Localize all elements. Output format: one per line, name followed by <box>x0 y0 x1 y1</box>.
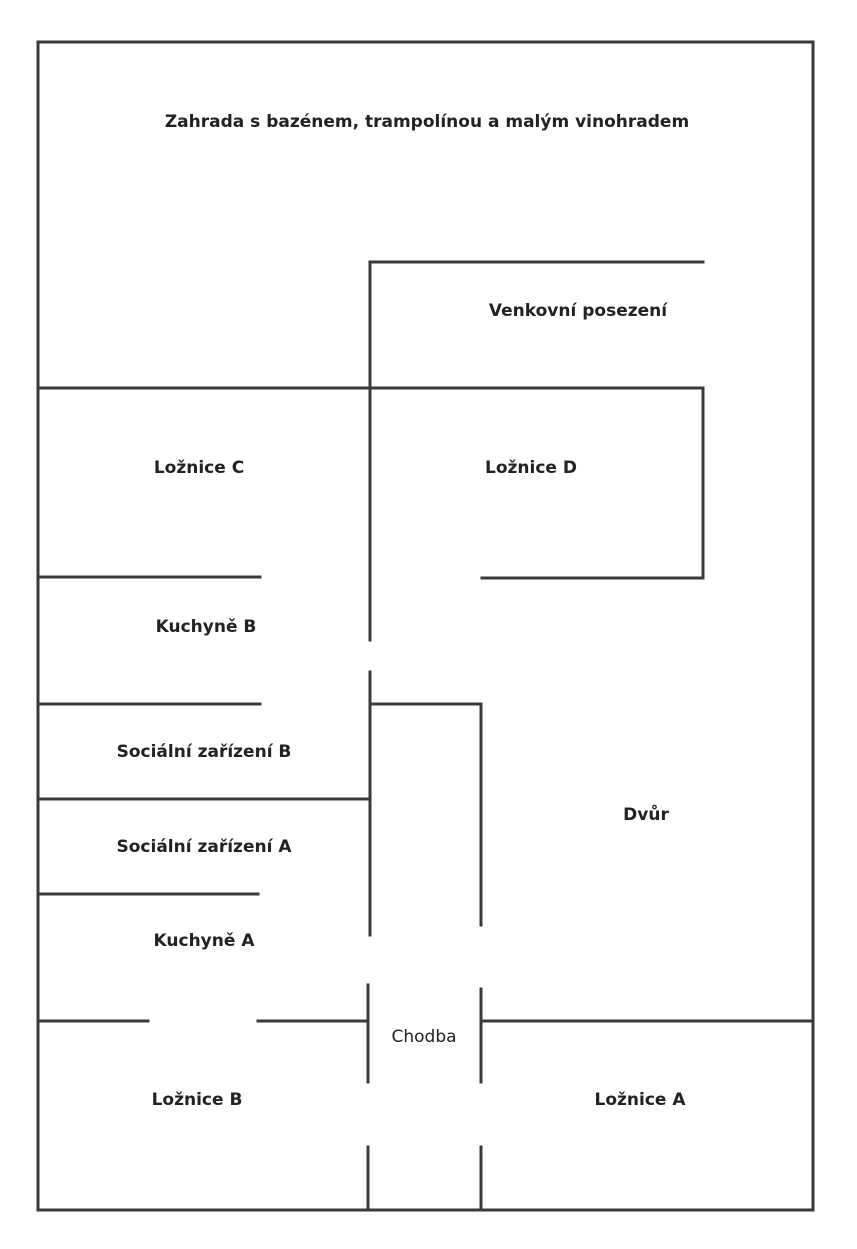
wall-outdoor-seating <box>368 260 705 642</box>
wall-bedroom-d <box>480 386 705 580</box>
room-label-bathroom-b: Sociální zařízení B <box>116 742 292 762</box>
room-label-courtyard: Dvůr <box>623 805 669 825</box>
room-label-bedroom-c: Ložnice C <box>153 458 245 478</box>
outer-wall <box>36 40 815 1212</box>
room-label-corridor: Chodba <box>391 1027 457 1047</box>
room-label-garden: Zahrada s bazénem, trampolínou a malým v… <box>164 112 690 132</box>
room-label-outdoor-seating: Venkovní posezení <box>488 301 668 321</box>
wall-corridor-top-right <box>368 702 483 927</box>
room-label-kitchen-a: Kuchyně A <box>153 931 255 951</box>
room-label-kitchen-b: Kuchyně B <box>155 617 257 637</box>
room-label-bathroom-a: Sociální zařízení A <box>116 837 292 857</box>
room-label-bedroom-b: Ložnice B <box>151 1090 243 1110</box>
room-label-bedroom-d: Ložnice D <box>485 458 577 478</box>
room-label-bedroom-a: Ložnice A <box>594 1090 686 1110</box>
